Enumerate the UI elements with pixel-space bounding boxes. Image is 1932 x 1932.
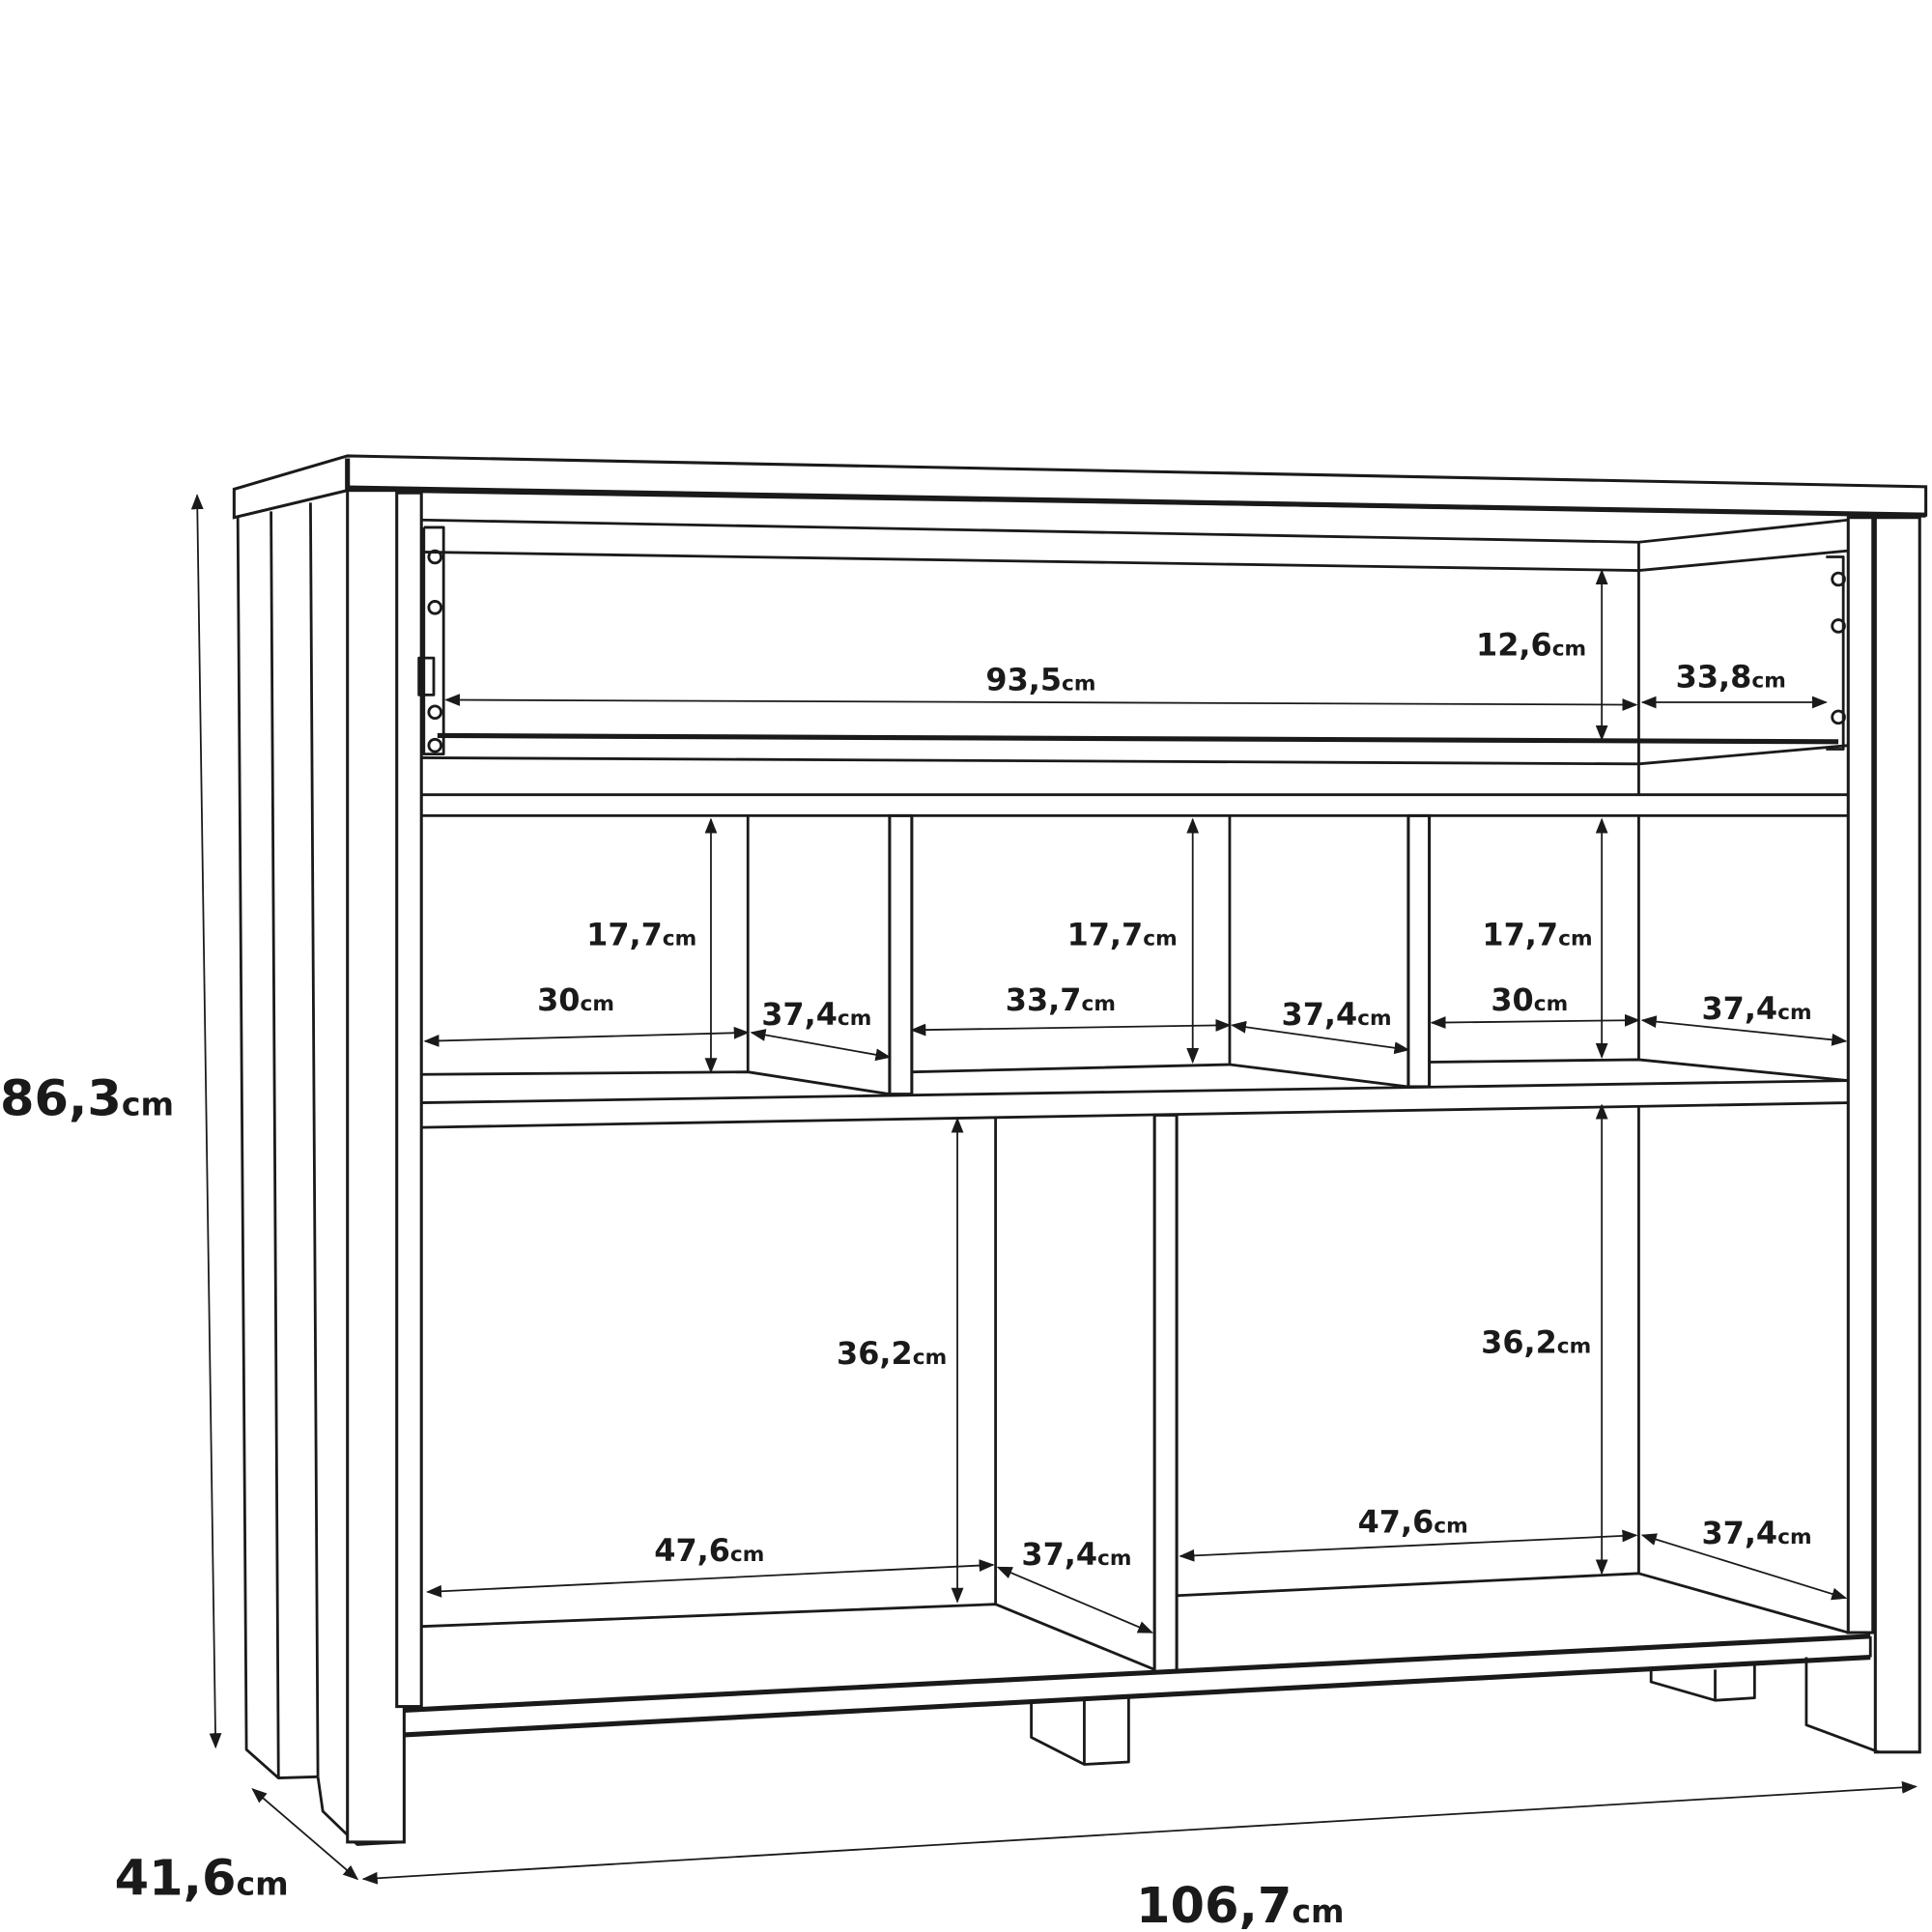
compartment-width-label: 30cm bbox=[537, 981, 614, 1018]
drawer-height-label: 12,6cm bbox=[1476, 627, 1586, 664]
compartment-width-label: 33,7cm bbox=[1006, 981, 1116, 1018]
overall-width-arrow bbox=[361, 1780, 1918, 1885]
compartment-height-label: 36,2cm bbox=[837, 1335, 947, 1372]
furniture-outline bbox=[232, 454, 1928, 1846]
compartment-depth-label: 37,4cm bbox=[1282, 996, 1392, 1033]
compartment-depth-label: 37,4cm bbox=[1701, 990, 1811, 1027]
compartment-height-label: 17,7cm bbox=[1067, 916, 1178, 952]
overall-depth-arrow bbox=[251, 1787, 359, 1881]
overall-width-label: 106,7cm bbox=[1136, 1878, 1345, 1932]
compartment-width-label: 30cm bbox=[1491, 981, 1568, 1018]
compartment-depth-label: 37,4cm bbox=[1021, 1536, 1131, 1573]
drawer-depth-label: 33,8cm bbox=[1676, 659, 1786, 696]
compartment-height-label: 17,7cm bbox=[586, 916, 696, 952]
dimension-arrows bbox=[190, 494, 1918, 1885]
compartment-height-label: 36,2cm bbox=[1481, 1324, 1591, 1361]
compartment-height-label: 17,7cm bbox=[1482, 916, 1592, 952]
compartment-width-label: 47,6cm bbox=[654, 1532, 764, 1569]
compartment-depth-label: 37,4cm bbox=[1701, 1515, 1811, 1551]
dimension-labels: 86,3cm 41,6cm 106,7cm 93,5cm 12,6cm 33,8… bbox=[0, 627, 1812, 1932]
overall-depth-label: 41,6cm bbox=[115, 1851, 289, 1908]
compartment-depth-label: 37,4cm bbox=[761, 996, 871, 1033]
overall-height-arrow bbox=[190, 494, 222, 1749]
drawer-width-arrow bbox=[444, 694, 1638, 711]
compartment-width-label: 47,6cm bbox=[1358, 1504, 1468, 1541]
drawer-width-label: 93,5cm bbox=[985, 661, 1095, 697]
overall-height-label: 86,3cm bbox=[0, 1070, 174, 1127]
